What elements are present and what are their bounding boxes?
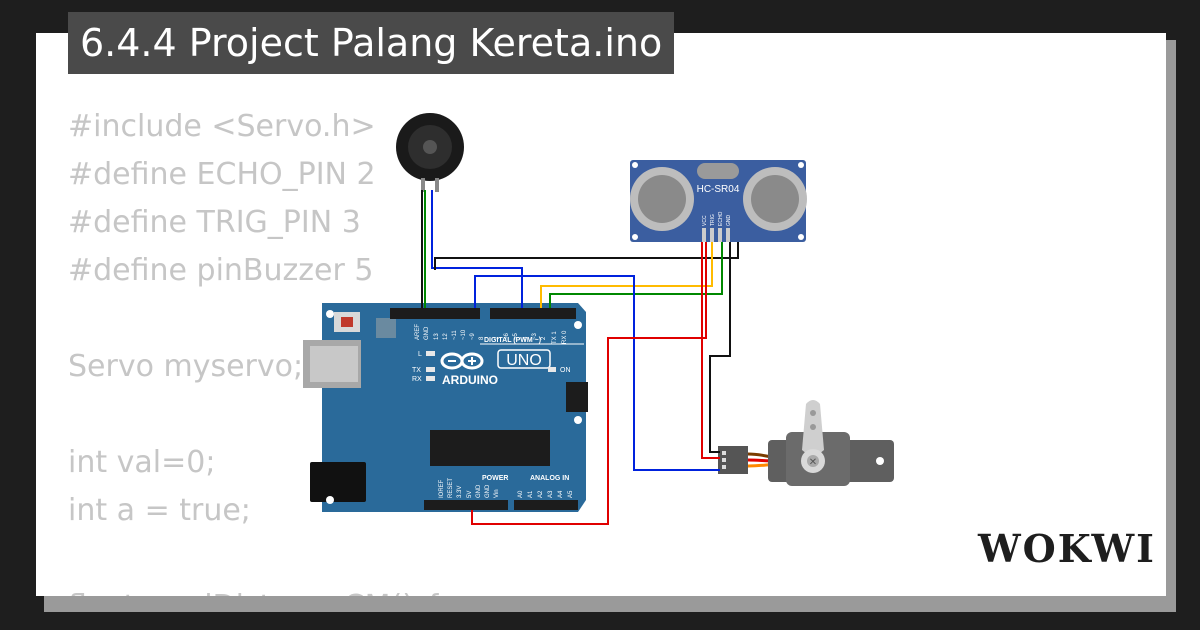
pin-11: ~11 (452, 330, 458, 340)
wokwi-logo: WOKWI (978, 526, 1156, 571)
buzzer[interactable] (396, 113, 464, 192)
pin-gnd: GND (424, 326, 430, 340)
code-line: #define ECHO_PIN 2 (68, 157, 376, 192)
pin-5: ~5 (513, 332, 519, 340)
pin-gnd-1: GND (476, 484, 482, 498)
pin-rx: RX 0 (562, 330, 568, 344)
sensor-pin-trig: TRIG (710, 214, 716, 226)
pin-10: ~10 (461, 329, 467, 340)
code-line: Servo myservo; (68, 349, 304, 384)
pin-7: 7 (495, 336, 501, 340)
pin-reset: RESET (448, 478, 454, 498)
sensor-pin-gnd: GND (726, 215, 732, 227)
sensor-pin-echo: ECHO (718, 211, 724, 226)
pin-12: 12 (443, 333, 449, 340)
pin-8: 8 (479, 336, 485, 340)
code-line: #include <Servo.h> (68, 109, 376, 144)
led-rx: RX (412, 376, 422, 383)
pin-a0: A0 (518, 490, 524, 498)
pin-a3: A3 (548, 490, 554, 498)
page-title: 6.4.4 Project Palang Kereta.ino (68, 12, 675, 74)
pin-13: 13 (434, 333, 440, 340)
board-model: UNO (506, 352, 542, 369)
pin-4: 4 (523, 336, 529, 340)
code-line: #define TRIG_PIN 3 (68, 205, 361, 240)
pin-aref: AREF (415, 324, 421, 340)
preview-card: #include <Servo.h> #define ECHO_PIN 2 #d… (36, 33, 1166, 596)
code-listing: #include <Servo.h> #define ECHO_PIN 2 #d… (68, 103, 443, 596)
code-line: float readDistanceCM() { (68, 583, 443, 596)
pin-ioref: IOREF (439, 479, 445, 498)
sensor-pin-vcc: VCC (702, 215, 708, 226)
arduino-board[interactable]: AREF GND 13 12 ~11 ~10 ~9 8 7 ~6 ~5 4 ~3… (303, 303, 588, 512)
code-line: int val=0; (68, 445, 216, 480)
pin-a1: A1 (528, 490, 534, 498)
arduino-logo-icon (440, 352, 484, 370)
pin-vin: Vin (494, 489, 500, 498)
code-line: int a = true; (68, 493, 251, 528)
board-brand: ARDUINO (442, 373, 498, 387)
pin-a2: A2 (538, 490, 544, 498)
wires (421, 190, 739, 525)
analog-header: ANALOG IN (530, 475, 569, 482)
pin-9: ~9 (470, 332, 476, 340)
code-line: #define pinBuzzer 5 (68, 253, 374, 288)
pin-2: 2 (541, 336, 547, 340)
pin-3v3: 3.3V (457, 486, 463, 498)
led-l: L (418, 351, 422, 358)
servo-motor[interactable]: ✕ (718, 400, 894, 486)
on-label: ON (560, 367, 571, 374)
led-tx: TX (412, 367, 421, 374)
pin-tx: TX 1 (552, 331, 558, 344)
pin-a5: A5 (568, 490, 574, 498)
digital-header: DIGITAL (PWM ~) (484, 337, 541, 344)
sensor-name: HC-SR04 (697, 184, 740, 195)
pin-a4: A4 (558, 490, 564, 498)
ultrasonic-sensor[interactable]: HC-SR04 VCC TRIG ECHO GND (630, 160, 807, 242)
pin-5v: 5V (467, 491, 473, 498)
pin-6: ~6 (504, 332, 510, 340)
pin-3: ~3 (532, 332, 538, 340)
servo-screw-icon: ✕ (809, 457, 817, 468)
power-header: POWER (482, 475, 508, 482)
pin-gnd-2: GND (485, 484, 491, 498)
